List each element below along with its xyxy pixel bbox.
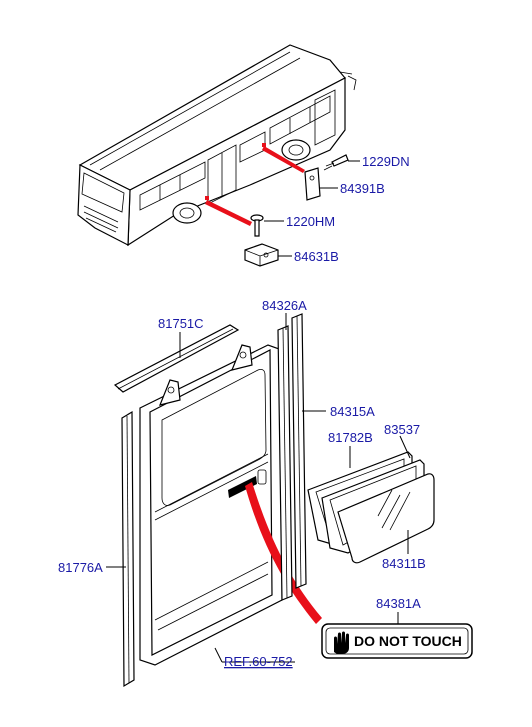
callout-84391b: 84391B bbox=[340, 181, 385, 196]
seal-81776a bbox=[121, 410, 135, 688]
hand-icon bbox=[334, 631, 349, 654]
do-not-touch-sign: DO NOT TOUCH bbox=[321, 623, 473, 659]
strip-84315a bbox=[291, 313, 307, 589]
callout-84381a: 84381A bbox=[376, 596, 421, 611]
button-decal bbox=[228, 476, 257, 498]
callout-1220hm: 1220HM bbox=[286, 214, 335, 229]
block-84631b bbox=[244, 243, 279, 267]
callout-84631b: 84631B bbox=[294, 249, 339, 264]
screw-1220hm bbox=[250, 214, 264, 237]
bracket-84391b bbox=[304, 167, 321, 201]
callout-81776a: 81776A bbox=[58, 560, 103, 575]
callout-84326a: 84326A bbox=[262, 298, 307, 313]
sign-text: DO NOT TOUCH bbox=[354, 633, 462, 649]
glass-84311b bbox=[337, 473, 435, 564]
highlight-arrow-door bbox=[245, 482, 322, 624]
callout-81751c: 81751C bbox=[158, 316, 204, 331]
screw-1229dn bbox=[323, 154, 349, 171]
rail-81751c bbox=[113, 324, 240, 393]
highlight-arrow-front bbox=[205, 200, 252, 226]
callout-1229dn: 1229DN bbox=[362, 154, 410, 169]
highlight-arrow-rear bbox=[262, 146, 305, 173]
callout-84311b: 84311B bbox=[382, 556, 426, 571]
strip-84326a bbox=[277, 325, 293, 601]
callout-81782b: 81782B bbox=[328, 430, 373, 445]
reference-link[interactable]: REF.60-752 bbox=[224, 654, 293, 669]
callout-84315a: 84315A bbox=[330, 404, 375, 419]
door-panel bbox=[139, 344, 283, 666]
callout-83537: 83537 bbox=[384, 422, 420, 437]
bus-illustration bbox=[77, 44, 357, 247]
